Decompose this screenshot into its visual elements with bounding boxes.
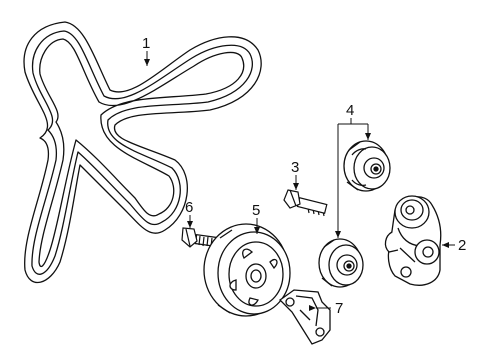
idler-pulley-icon [343, 140, 391, 192]
callout-1: 1 [142, 35, 150, 52]
callout-6: 6 [185, 199, 193, 216]
leader-lines [144, 51, 455, 311]
callout-5: 5 [252, 202, 260, 219]
callout-2: 2 [458, 237, 466, 254]
callout-4: 4 [346, 102, 354, 119]
callout-3: 3 [291, 159, 299, 176]
belt-tensioner-icon [384, 195, 442, 286]
serpentine-belt-icon [23, 21, 262, 284]
bolt-icon [283, 189, 328, 217]
bracket-icon [278, 289, 331, 345]
crankshaft-pulley-icon [203, 223, 291, 317]
callout-7: 7 [335, 300, 343, 317]
idler-pulley-icon [318, 238, 364, 288]
